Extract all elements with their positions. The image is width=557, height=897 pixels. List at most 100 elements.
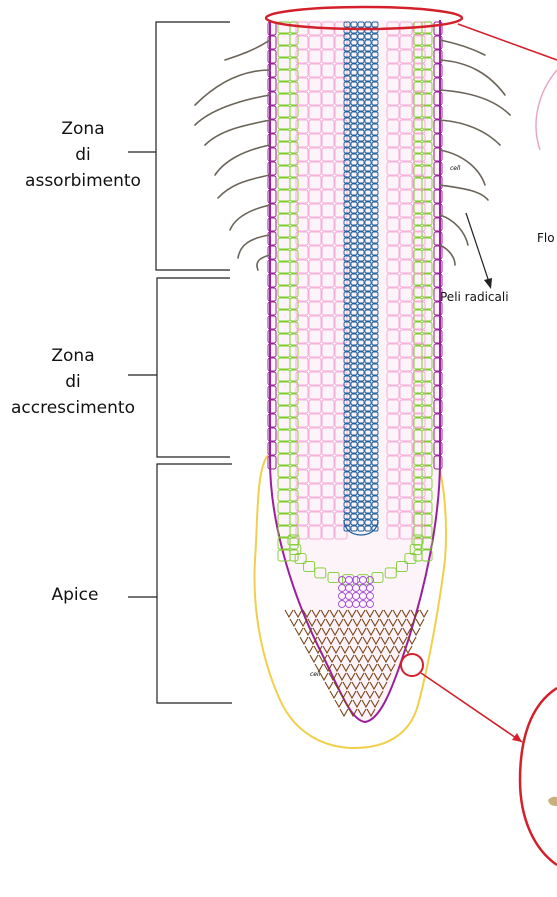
xylem-cell — [343, 459, 351, 466]
cortex-cell — [334, 63, 348, 78]
endodermis-cell — [289, 369, 299, 382]
cap-cell — [344, 636, 354, 646]
endodermis-cell — [289, 117, 299, 130]
xylem-cell — [371, 375, 379, 382]
cortex-cell — [334, 35, 348, 50]
xylem-cell — [364, 153, 372, 160]
cortex-cell — [321, 371, 335, 386]
root-hair — [439, 214, 469, 246]
cortex-cell — [295, 357, 309, 372]
cap-cell — [352, 618, 362, 628]
cortex-cell — [386, 511, 400, 526]
cortex-cell — [295, 427, 309, 442]
xylem-cell — [371, 327, 379, 334]
arrow-to-hairs-head — [484, 278, 492, 289]
cortex-cell — [308, 483, 322, 498]
epidermis-cell — [433, 357, 443, 372]
cortex-cell — [321, 259, 335, 274]
cortex-cell — [334, 301, 348, 316]
cortex-cell — [321, 189, 335, 204]
xylem-cell — [357, 171, 365, 178]
epidermis-cell — [433, 217, 443, 232]
xylem-cell — [343, 201, 351, 208]
cap-highlight-pointer — [420, 672, 523, 743]
cortex-cell — [308, 301, 322, 316]
cortex-cell — [334, 469, 348, 484]
xylem-cell — [364, 429, 372, 436]
xylem-cell — [350, 381, 358, 388]
epidermis-cell — [433, 273, 443, 288]
xylem-cell — [364, 363, 372, 370]
epidermis-cell — [433, 175, 443, 190]
xylem-cell — [357, 339, 365, 346]
xylem-cell — [364, 219, 372, 226]
endodermis-cell — [289, 405, 299, 418]
cortex-cell — [308, 287, 322, 302]
xylem-cell — [357, 201, 365, 208]
xylem-cell — [364, 417, 372, 424]
endodermis-cell — [289, 501, 299, 514]
cap-cell — [355, 672, 365, 682]
cap-cell — [326, 636, 336, 646]
xylem-cell — [357, 165, 365, 172]
xylem-cell — [350, 411, 358, 418]
xylem-cell — [350, 357, 358, 364]
cortex-cell — [321, 315, 335, 330]
xylem-cell — [364, 327, 372, 334]
cap-cell — [324, 681, 334, 691]
xylem-cell — [371, 171, 379, 178]
cortex-cell — [399, 231, 413, 246]
xylem-cell — [357, 207, 365, 214]
cap-cell — [372, 654, 382, 664]
epidermis-cell — [267, 203, 277, 218]
cortex-cell — [399, 273, 413, 288]
xylem-cell — [343, 357, 351, 364]
xylem-cell — [357, 363, 365, 370]
endodermis-cell — [421, 237, 433, 250]
endodermis-cell — [289, 45, 299, 58]
xylem-cell — [357, 375, 365, 382]
endodermis-cell — [289, 57, 299, 70]
xylem-cell — [343, 93, 351, 100]
xylem-cell — [357, 267, 365, 274]
cortex-cell — [386, 483, 400, 498]
xylem-cell — [364, 375, 372, 382]
xylem-cell — [357, 291, 365, 298]
endodermis-cell — [421, 537, 433, 550]
xylem-cell — [350, 225, 358, 232]
xylem-cell — [357, 423, 365, 430]
meristem-cell — [366, 576, 374, 584]
xylem-cell — [357, 57, 365, 64]
xylem-cell — [350, 525, 358, 532]
cap-cell — [401, 609, 411, 619]
xylem-cell — [364, 81, 372, 88]
endodermis-cell — [395, 561, 408, 572]
epidermis-cell — [267, 259, 277, 274]
epidermis-cell — [433, 21, 443, 36]
xylem-cell — [357, 99, 365, 106]
cortex-cell — [321, 133, 335, 148]
xylem-cell — [371, 429, 379, 436]
cortex-cell — [386, 189, 400, 204]
cortex-cell — [334, 245, 348, 260]
endodermis-cell — [421, 501, 433, 514]
xylem-cell — [357, 63, 365, 70]
xylem-cell — [364, 129, 372, 136]
xylem-cell — [357, 327, 365, 334]
xylem-cell — [364, 273, 372, 280]
endodermis-cell — [421, 393, 433, 406]
xylem-cell — [343, 489, 351, 496]
cortex-cell — [412, 245, 426, 260]
xylem-cell — [357, 321, 365, 328]
cortex-cell — [412, 385, 426, 400]
cortex-cell — [308, 203, 322, 218]
xylem-cell — [357, 429, 365, 436]
xylem-cell — [371, 159, 379, 166]
xylem-cell — [357, 231, 365, 238]
endodermis-cell — [289, 141, 299, 154]
xylem-cell — [350, 189, 358, 196]
cap-cell — [380, 636, 390, 646]
root-hair — [439, 149, 486, 186]
cap-cell — [386, 663, 396, 673]
cortex-cell — [321, 105, 335, 120]
